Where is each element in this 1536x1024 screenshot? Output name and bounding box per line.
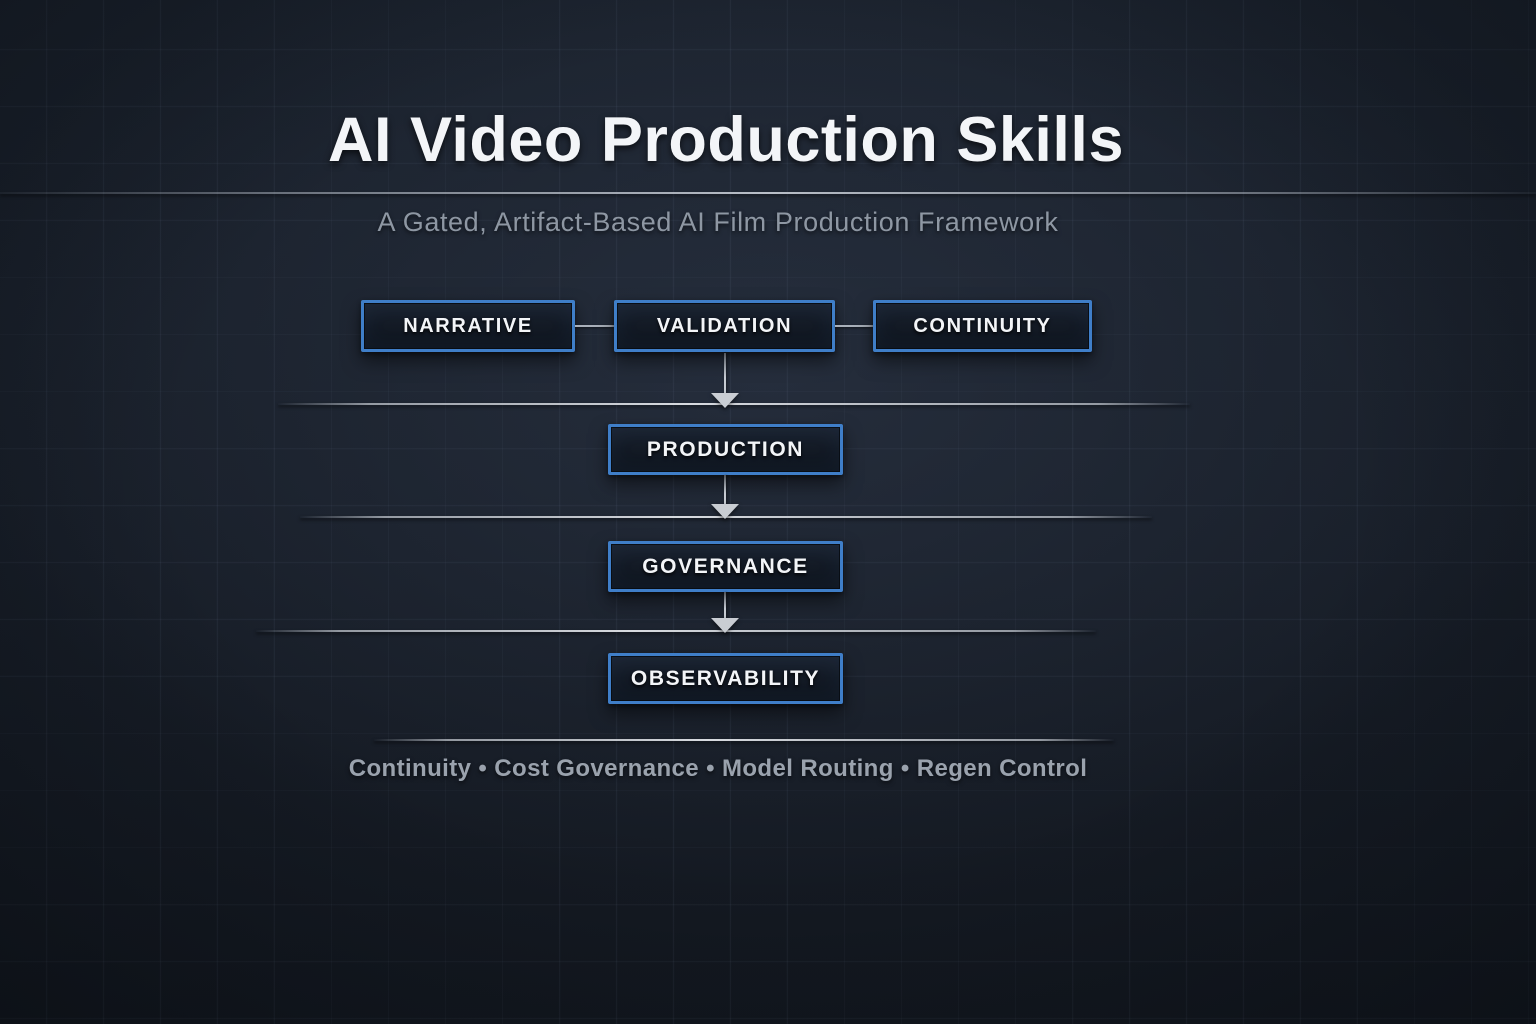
flow-node-validation: VALIDATION (614, 300, 835, 352)
lane-divider-4 (374, 739, 1114, 741)
flow-node-continuity-label: CONTINUITY (913, 314, 1052, 337)
page-subtitle: A Gated, Artifact-Based AI Film Producti… (377, 207, 1059, 237)
flow-node-narrative-label: NARRATIVE (403, 314, 533, 337)
flow-arrow-production-governance (724, 475, 726, 506)
connector-validation-continuity (835, 325, 873, 327)
flow-arrow-validation-production (724, 353, 726, 394)
flow-node-observability: OBSERVABILITY (608, 653, 843, 704)
page-title: AI Video Production Skills (328, 105, 1124, 175)
flow-node-governance: GOVERNANCE (608, 541, 843, 592)
flow-node-production: PRODUCTION (608, 424, 843, 475)
arrow-down-icon (711, 618, 739, 633)
flow-node-validation-label: VALIDATION (656, 314, 793, 337)
flow-node-observability-label: OBSERVABILITY (630, 666, 821, 690)
flow-arrow-governance-observability (724, 592, 726, 620)
lane-divider-3 (256, 630, 1096, 632)
title-divider (0, 192, 1536, 194)
flow-node-production-label: PRODUCTION (646, 437, 805, 461)
footer-tags: Continuity • Cost Governance • Model Rou… (348, 755, 1088, 782)
flow-node-continuity: CONTINUITY (873, 300, 1092, 352)
flow-node-governance-label: GOVERNANCE (642, 554, 809, 578)
connector-narrative-validation (575, 325, 614, 327)
flow-node-narrative: NARRATIVE (361, 300, 575, 352)
arrow-down-icon (711, 504, 739, 519)
arrow-down-icon (711, 393, 739, 408)
